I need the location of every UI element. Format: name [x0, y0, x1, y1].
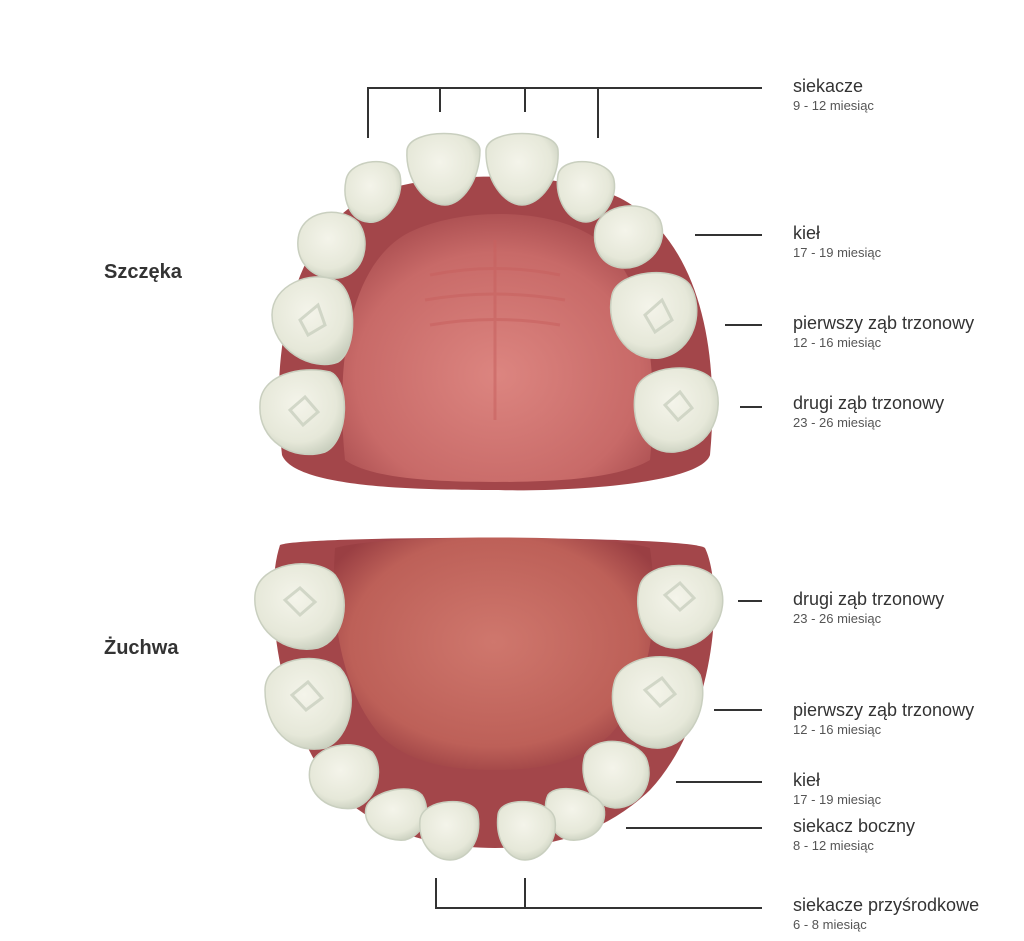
- label-name: kieł: [793, 223, 821, 243]
- label-name: kieł: [793, 770, 821, 790]
- label-lower-central-incisors: siekacze przyśrodkowe 6 - 8 miesiąc: [793, 894, 979, 934]
- label-age: 9 - 12 miesiąc: [793, 98, 874, 113]
- label-name: siekacz boczny: [793, 816, 916, 836]
- label-name: drugi ząb trzonowy: [793, 393, 945, 413]
- label-name: siekacze: [793, 76, 864, 96]
- tooth-upper-central-incisor-left: [406, 132, 481, 206]
- label-upper-canine: kieł 17 - 19 miesiąc: [793, 222, 881, 262]
- tooth-lower-second-molar-right: [636, 564, 724, 649]
- tooth-lower-second-molar-left: [254, 563, 345, 650]
- label-age: 23 - 26 miesiąc: [793, 611, 882, 626]
- upper-teeth: [259, 132, 719, 456]
- label-age: 17 - 19 miesiąc: [793, 792, 882, 807]
- label-lower-second-molar: drugi ząb trzonowy 23 - 26 miesiąc: [793, 588, 944, 628]
- maxilla-title: Szczęka: [104, 261, 182, 283]
- tooth-upper-lateral-incisor-right: [556, 161, 616, 223]
- tooth-upper-first-molar-left: [271, 276, 354, 366]
- lower-tongue: [333, 537, 654, 770]
- fissure-upper-left-2: [287, 394, 321, 428]
- label-name: pierwszy ząb trzonowy: [793, 313, 975, 333]
- fissure-lower-right-2: [662, 580, 697, 613]
- tooth-upper-central-incisor-right: [485, 132, 559, 206]
- palate-ridges: [424, 240, 566, 420]
- fissure-upper-right-1: [643, 297, 674, 335]
- fissure-lower-right-1: [642, 675, 678, 709]
- label-age: 8 - 12 miesiąc: [793, 838, 874, 853]
- tooth-upper-second-molar-right: [633, 367, 719, 453]
- tooth-lower-canine-right: [582, 740, 650, 809]
- tooth-upper-canine-left: [297, 211, 366, 279]
- fissure-lower-left-2: [282, 586, 318, 618]
- fissure-lower-left-1: [289, 679, 325, 713]
- label-name: siekacze przyśrodkowe: [793, 895, 980, 915]
- fissure-upper-right-2: [662, 389, 695, 423]
- mandible-title: Żuchwa: [104, 637, 179, 659]
- label-age: 23 - 26 miesiąc: [793, 415, 882, 430]
- label-age: 12 - 16 miesiąc: [793, 722, 882, 737]
- label-upper-first-molar: pierwszy ząb trzonowy 12 - 16 miesiąc: [793, 312, 974, 352]
- upper-palate: [342, 214, 653, 482]
- fissure-upper-left-1: [298, 302, 327, 338]
- label-lower-first-molar: pierwszy ząb trzonowy 12 - 16 miesiąc: [793, 699, 974, 739]
- label-lower-lateral-incisor: siekacz boczny 8 - 12 miesiąc: [793, 815, 915, 855]
- label-name: drugi ząb trzonowy: [793, 589, 945, 609]
- leader-lower-central-incisors: [435, 878, 762, 909]
- label-age: 12 - 16 miesiąc: [793, 335, 882, 350]
- tooth-upper-second-molar-left: [259, 369, 346, 456]
- label-lower-canine: kieł 17 - 19 miesiąc: [793, 769, 881, 809]
- label-age: 17 - 19 miesiąc: [793, 245, 882, 260]
- tooth-lower-central-incisor-right: [496, 801, 557, 861]
- tooth-lower-first-molar-left: [264, 657, 352, 750]
- tooth-upper-lateral-incisor-left: [344, 161, 402, 223]
- label-upper-second-molar: drugi ząb trzonowy 23 - 26 miesiąc: [793, 392, 944, 432]
- tooth-upper-canine-right: [593, 205, 664, 269]
- label-age: 6 - 8 miesiąc: [793, 917, 867, 932]
- upper-jaw: [259, 132, 719, 491]
- label-name: pierwszy ząb trzonowy: [793, 700, 975, 720]
- leader-lines: [367, 87, 762, 909]
- tooth-lower-central-incisor-left: [419, 801, 480, 861]
- tooth-upper-first-molar-right: [610, 272, 698, 359]
- tooth-lower-lateral-incisor-left: [364, 788, 428, 841]
- tooth-lower-canine-left: [308, 744, 380, 810]
- lower-jaw: [254, 537, 724, 861]
- label-upper-incisors: siekacze 9 - 12 miesiąc: [793, 75, 874, 115]
- leader-upper-incisors: [367, 87, 762, 138]
